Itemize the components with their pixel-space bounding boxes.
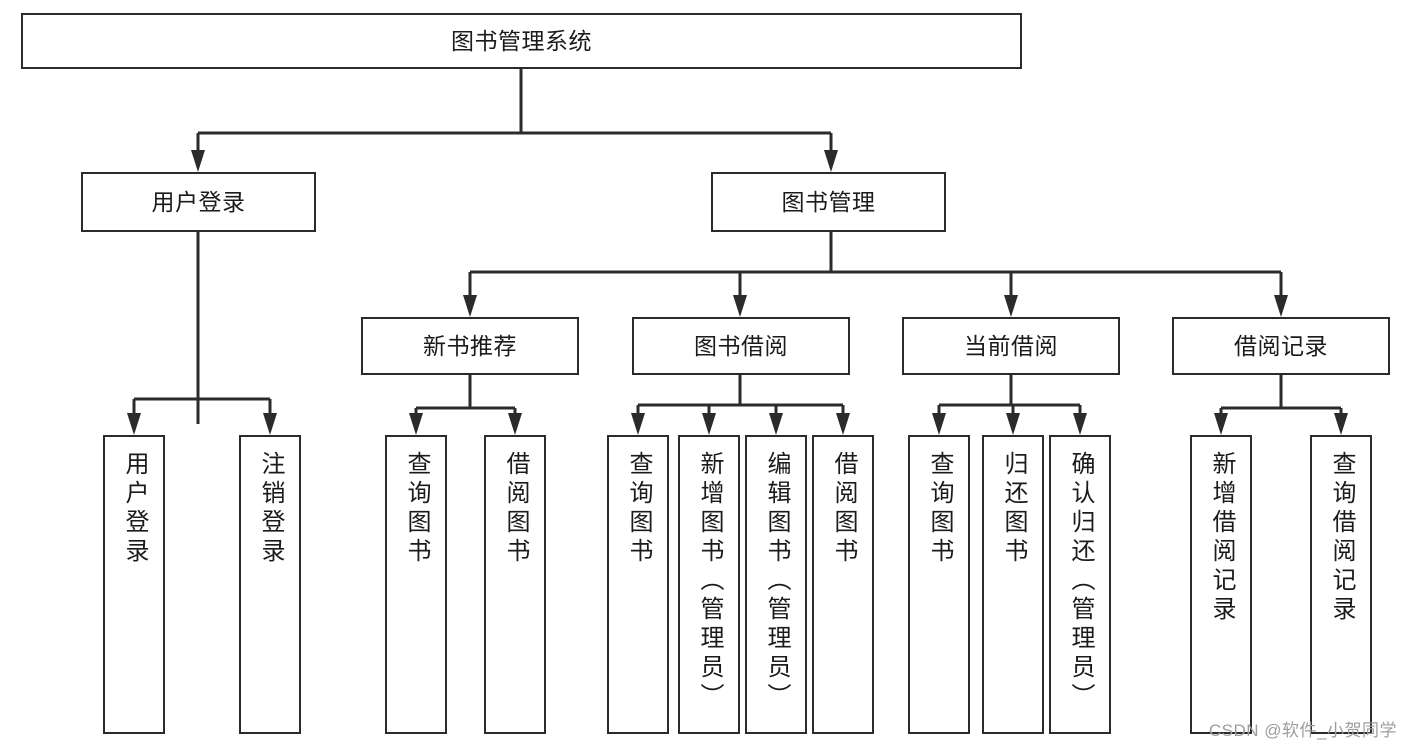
node-leaf-add-book[interactable]: 新增图书（管理员）	[678, 435, 740, 734]
node-label: 借阅图书	[830, 451, 857, 567]
arrowhead-icon-17	[1214, 413, 1228, 435]
connector-path-0	[196, 69, 833, 162]
arrowhead-icon-10	[631, 413, 645, 435]
node-book-manage[interactable]: 图书管理	[711, 172, 946, 232]
node-leaf-return-book[interactable]: 归还图书	[982, 435, 1044, 734]
node-label: 确认归还（管理员）	[1067, 451, 1094, 712]
node-label: 借阅记录	[1234, 332, 1328, 359]
node-label: 查询图书	[926, 451, 953, 567]
arrowhead-icon-18	[1334, 413, 1348, 435]
arrowhead-icon-1	[824, 150, 838, 172]
watermark-text: CSDN @软件_小贺同学	[1208, 721, 1397, 740]
node-borrow-record[interactable]: 借阅记录	[1172, 317, 1390, 375]
arrowhead-icon-2	[463, 295, 477, 317]
arrowhead-icon-7	[263, 413, 277, 435]
node-leaf-confirm-return[interactable]: 确认归还（管理员）	[1049, 435, 1111, 734]
arrowhead-icon-12	[769, 413, 783, 435]
connector-path-2	[468, 232, 1283, 306]
arrowhead-icon-6	[127, 413, 141, 435]
node-label: 查询借阅记录	[1328, 451, 1355, 625]
arrowhead-icon-8	[409, 413, 423, 435]
arrowhead-icon-9	[508, 413, 522, 435]
node-root[interactable]: 图书管理系统	[21, 13, 1022, 69]
node-label: 归还图书	[1000, 451, 1027, 567]
node-label: 当前借阅	[964, 332, 1058, 359]
arrowhead-icon-4	[1004, 295, 1018, 317]
node-label: 新增图书（管理员）	[696, 451, 723, 712]
connector-path-5	[636, 375, 845, 424]
arrowhead-icon-14	[932, 413, 946, 435]
node-label: 图书借阅	[694, 332, 788, 359]
node-label: 新增借阅记录	[1208, 451, 1235, 625]
node-label: 用户登录	[151, 188, 246, 215]
node-leaf-edit-book[interactable]: 编辑图书（管理员）	[745, 435, 807, 734]
arrowhead-icon-15	[1006, 413, 1020, 435]
node-label: 注销登录	[257, 451, 284, 567]
connector-path-7	[1219, 375, 1343, 424]
node-leaf-query-record[interactable]: 查询借阅记录	[1310, 435, 1372, 734]
node-book-borrow[interactable]: 图书借阅	[632, 317, 850, 375]
node-leaf-user-logout[interactable]: 注销登录	[239, 435, 301, 734]
connector-path-6	[937, 375, 1082, 424]
node-leaf-query-book-2[interactable]: 查询图书	[607, 435, 669, 734]
node-leaf-user-login[interactable]: 用户登录	[103, 435, 165, 734]
node-user-login[interactable]: 用户登录	[81, 172, 316, 232]
arrowhead-icon-0	[191, 150, 205, 172]
node-leaf-query-book-3[interactable]: 查询图书	[908, 435, 970, 734]
node-leaf-borrow-book-1[interactable]: 借阅图书	[484, 435, 546, 734]
node-label: 借阅图书	[502, 451, 529, 567]
node-label: 查询图书	[403, 451, 430, 567]
node-label: 图书管理系统	[451, 27, 592, 54]
arrowhead-icon-13	[836, 413, 850, 435]
arrowhead-icon-3	[733, 295, 747, 317]
node-label: 编辑图书（管理员）	[763, 451, 790, 712]
node-leaf-query-book-1[interactable]: 查询图书	[385, 435, 447, 734]
arrowhead-icon-11	[702, 413, 716, 435]
node-label: 查询图书	[625, 451, 652, 567]
arrowhead-icon-16	[1073, 413, 1087, 435]
node-leaf-add-record[interactable]: 新增借阅记录	[1190, 435, 1252, 734]
connector-path-4	[414, 375, 517, 424]
node-label: 新书推荐	[423, 332, 517, 359]
connector-path-3	[132, 397, 272, 424]
node-new-book-recommend[interactable]: 新书推荐	[361, 317, 579, 375]
arrowhead-icon-5	[1274, 295, 1288, 317]
node-leaf-borrow-book-2[interactable]: 借阅图书	[812, 435, 874, 734]
node-label: 用户登录	[121, 451, 148, 567]
node-label: 图书管理	[781, 188, 876, 215]
node-current-borrow[interactable]: 当前借阅	[902, 317, 1120, 375]
